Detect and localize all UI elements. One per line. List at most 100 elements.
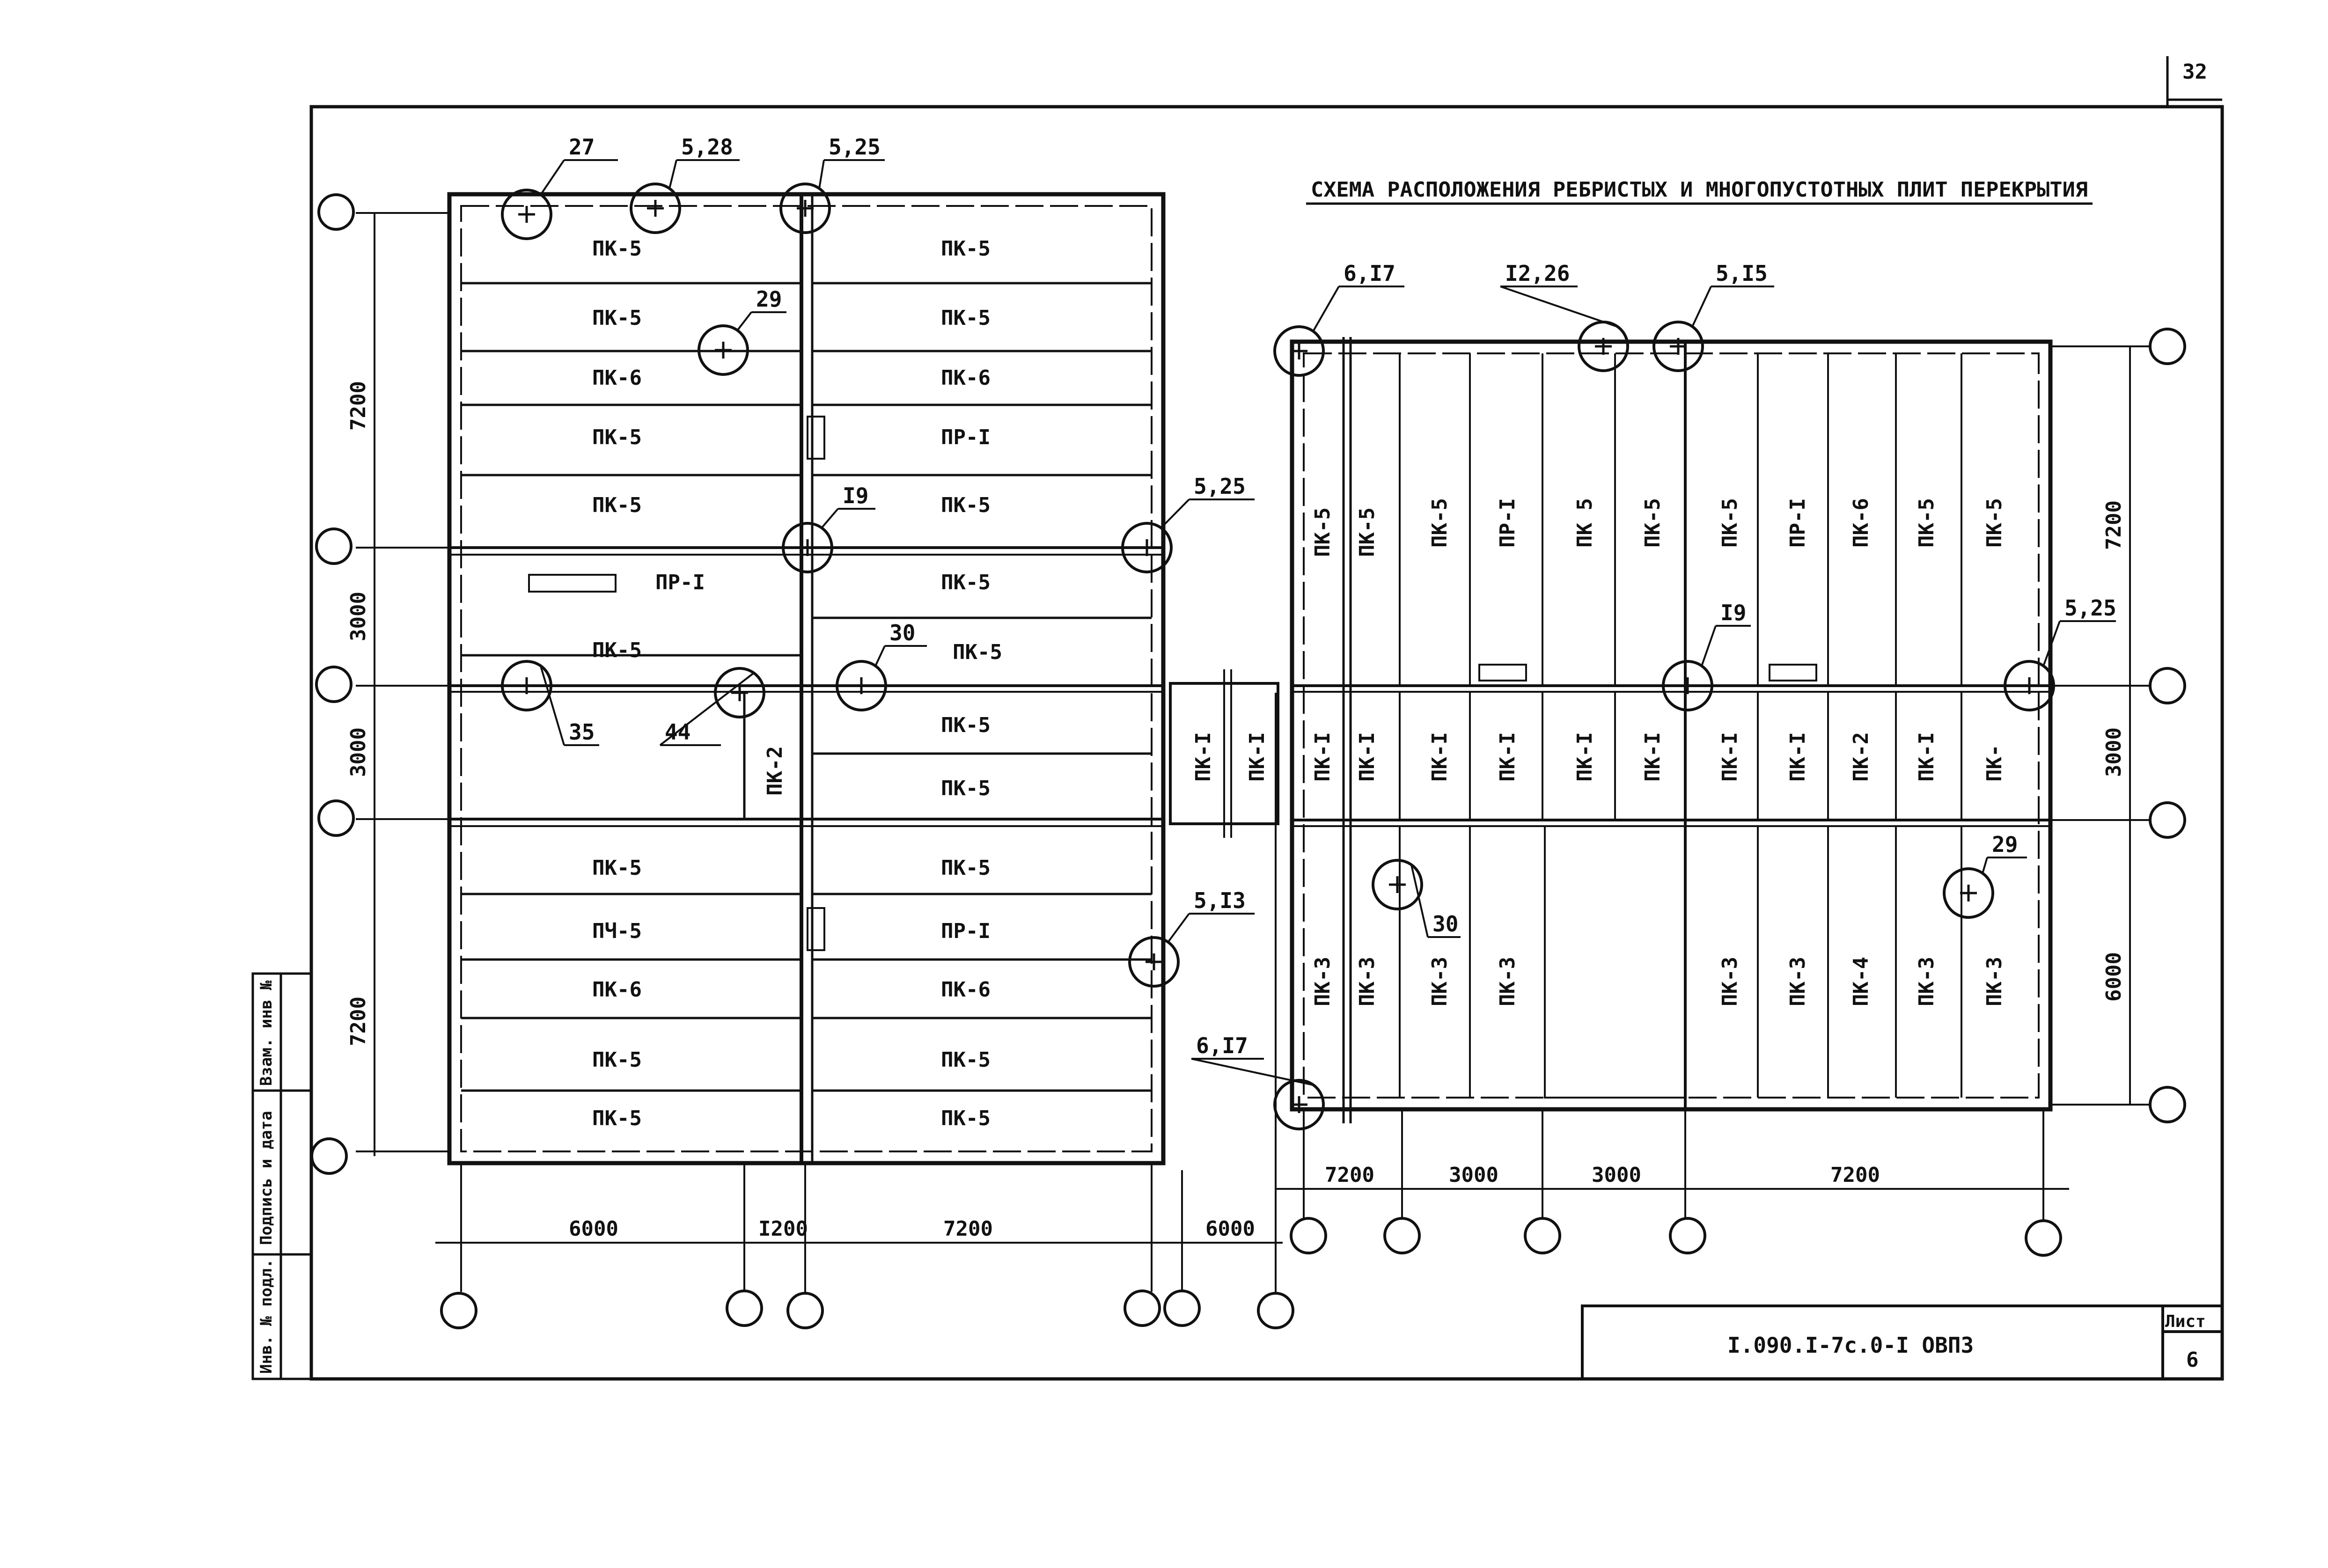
slab-left-a-5: ПК-5 (592, 493, 642, 517)
slab-right-upper-7: ПК-5 (1718, 498, 1742, 548)
callout-l-8-circle (501, 660, 552, 711)
slab-left-b-8: ПК-5 (941, 713, 991, 737)
page-number: 32 (2182, 60, 2207, 84)
callout-l-7-circle (836, 660, 887, 711)
right-plan-outline (1290, 337, 2053, 1123)
side-stamp (251, 972, 313, 1380)
slab-right-middle-5: ПК-I (1573, 732, 1597, 782)
right-dim-h-2: 3000 (1449, 1163, 1498, 1187)
callout-r-6-circle (1372, 859, 1423, 910)
slab-right-upper-4: ПР-I (1496, 498, 1520, 548)
slab-left-b-5: ПК-5 (941, 493, 991, 517)
right-dim-h-4: 7200 (1830, 1163, 1880, 1187)
right-dim-h-1: 7200 (1325, 1163, 1374, 1187)
callout-r-6-label: 30 (1432, 911, 1458, 937)
slab-left-a-6: ПР-I (655, 571, 705, 594)
middle-connector (1169, 669, 1279, 838)
slab-right-upper-6: ПК-5 (1641, 498, 1665, 548)
slab-right-lower-3: ПК-3 (1428, 957, 1452, 1006)
sheet-frame (309, 56, 2224, 1381)
side-stamp-replace-inv: Взам. инв № (257, 980, 276, 1086)
slab-right-upper-1: ПК-5 (1311, 507, 1335, 557)
middle-slab-2: ПК-I (1245, 732, 1269, 782)
slab-right-lower-6: ПК-3 (1786, 957, 1810, 1006)
slab-right-middle-9: ПК-2 (1849, 732, 1873, 782)
slab-left-b-1: ПК-5 (941, 237, 991, 261)
right-dim-v-1: 7200 (2102, 500, 2126, 550)
slab-right-upper-9: ПК-6 (1849, 498, 1873, 548)
callout-r-4-label: I9 (1720, 600, 1746, 625)
slab-right-middle-1: ПК-I (1311, 732, 1335, 782)
callout-l-1-label: 27 (569, 134, 595, 160)
slab-left-b-6: ПК-5 (941, 571, 991, 594)
callout-r-8-circle (1273, 1079, 1325, 1130)
slab-right-middle-6: ПК-I (1641, 732, 1665, 782)
callout-l-9-label: 44 (665, 719, 690, 745)
left-grid-axes (356, 212, 1283, 1292)
slab-right-middle-2: ПК-I (1355, 732, 1379, 782)
slab-left-b-10: ПК-5 (941, 856, 991, 880)
middle-slab-1: ПК-I (1191, 732, 1215, 782)
left-dim-v-1: 7200 (346, 381, 370, 431)
left-axis-bubbles (310, 193, 1294, 1329)
title-block (1581, 1304, 2224, 1380)
slab-left-a-4: ПК-5 (592, 425, 642, 449)
callout-l-2-label: 5,28 (681, 134, 733, 160)
pr-marks (528, 416, 1817, 951)
slab-left-a-12: ПК-5 (592, 1106, 642, 1130)
slab-left-b-14: ПК-5 (941, 1106, 991, 1130)
callout-l-10-label: 5,I3 (1194, 888, 1246, 913)
slab-right-upper-11: ПК-5 (1983, 498, 2006, 548)
callout-l-8-label: 35 (569, 719, 595, 745)
slab-left-a-10: ПК-6 (592, 978, 642, 1002)
callout-r-3-label: 5,I5 (1716, 261, 1768, 286)
callout-l-4-label: 29 (756, 286, 782, 312)
slab-right-lower-7: ПК-4 (1849, 957, 1873, 1006)
slab-left-b-2: ПК-5 (941, 306, 991, 330)
slab-right-middle-11: ПК- (1983, 745, 2006, 782)
slab-right-lower-1: ПК-3 (1311, 957, 1335, 1006)
callout-l-3-circle (779, 183, 831, 234)
slab-left-b-12: ПК-6 (941, 978, 991, 1002)
right-axis-bubbles (1290, 328, 2186, 1257)
callout-l-6-circle (1121, 522, 1173, 573)
slab-left-a-11: ПК-5 (592, 1048, 642, 1072)
callout-l-5-circle (782, 522, 833, 573)
title-block-sheet-label: Лист (2165, 1312, 2206, 1331)
callout-r-1-circle (1273, 325, 1325, 377)
callout-l-3-label: 5,25 (829, 134, 881, 160)
slab-left-a-8: ПК-5 (592, 856, 642, 880)
left-dim-v-2: 3000 (346, 592, 370, 641)
callout-r-5-circle (2004, 660, 2055, 711)
callout-l-4-circle (698, 324, 749, 376)
right-dim-v-2: 3000 (2102, 727, 2126, 777)
callout-r-7-circle (1943, 867, 1994, 919)
slab-left-b-7: ПК-5 (953, 640, 1002, 664)
slab-left-pk2: ПК-2 (763, 746, 787, 796)
right-slab-joints (1399, 353, 1962, 1098)
right-dim-h-3: 3000 (1592, 1163, 1641, 1187)
slab-right-upper-5: ПК 5 (1573, 498, 1597, 548)
callout-l-6-label: 5,25 (1194, 474, 1246, 499)
title-block-code: I.090.I-7с.0-I ОВПЗ (1727, 1333, 1974, 1358)
slab-right-middle-4: ПК-I (1496, 732, 1520, 782)
left-dim-h-4: 6000 (1205, 1217, 1255, 1241)
callout-l-1-circle (501, 189, 552, 240)
slab-right-middle-7: ПК-I (1718, 732, 1742, 782)
callout-l-10-circle (1128, 936, 1180, 988)
slab-right-middle-10: ПК-I (1915, 732, 1939, 782)
slab-left-b-3: ПК-6 (941, 366, 991, 390)
left-plan-outline (447, 192, 1166, 1165)
slab-left-a-1: ПК-5 (592, 237, 642, 261)
slab-left-a-3: ПК-6 (592, 366, 642, 390)
slab-right-lower-5: ПК-3 (1718, 957, 1742, 1006)
left-dim-h-1: 6000 (569, 1217, 618, 1241)
side-stamp-inv-no: Инв. № подл. (257, 1259, 276, 1374)
callout-r-4-circle (1662, 660, 1713, 711)
side-stamp-sign-date: Подпись и дата (257, 1111, 276, 1245)
callout-l-2-circle (630, 183, 681, 234)
slab-left-b-13: ПК-5 (941, 1048, 991, 1072)
slab-left-a-2: ПК-5 (592, 306, 642, 330)
